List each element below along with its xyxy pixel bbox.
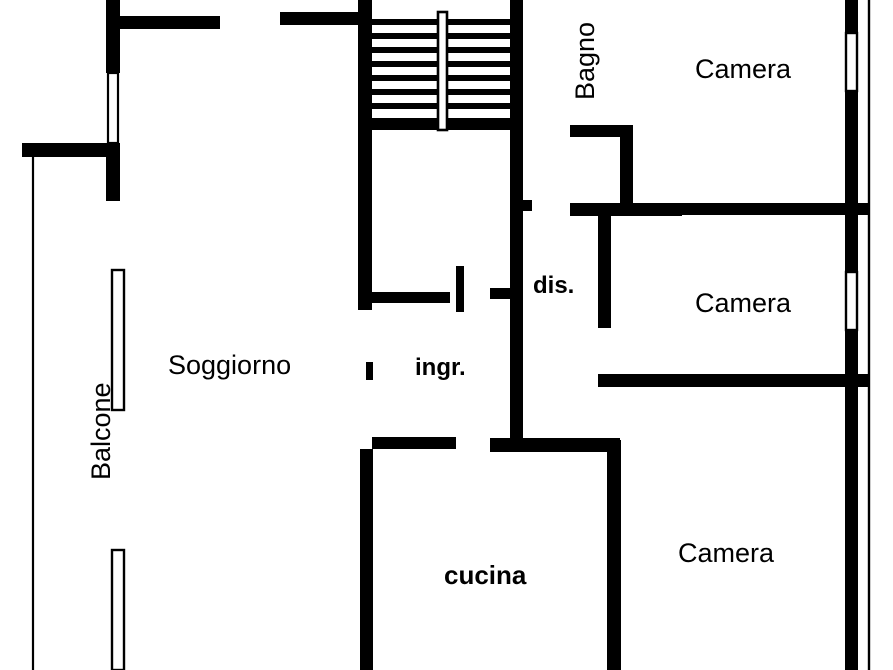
room-label-cucina: cucina — [444, 560, 527, 590]
wall-cucina-top-horiz — [490, 438, 620, 452]
room-label-camera-bottom: Camera — [678, 538, 775, 568]
room-label-bagno: Bagno — [570, 21, 600, 100]
wall-right-inner-seg2 — [845, 91, 858, 272]
wall-stub-ingresso-bar — [456, 266, 464, 312]
wall-camera-top-south — [670, 203, 870, 215]
wall-top-left-vert-upper — [106, 0, 120, 73]
window-left-vert-1 — [106, 71, 120, 145]
wall-top-left-vert-lower — [106, 143, 120, 201]
wall-bagno-south-horiz — [570, 203, 682, 216]
wall-left-arm-horiz — [22, 143, 120, 157]
wall-soggiorno-east-stub — [372, 292, 450, 303]
pillar-ingresso — [366, 362, 373, 380]
wall-cucina-right-vert — [607, 440, 621, 670]
wall-bagno-east-vert — [620, 125, 633, 205]
wall-camera-mid-west — [598, 203, 611, 328]
staircase — [372, 10, 512, 132]
wall-stair-top-horiz — [280, 12, 360, 25]
room-label-camera-mid: Camera — [695, 288, 792, 318]
window-right-1 — [844, 31, 859, 93]
wall-spine-jamb-1 — [518, 200, 532, 211]
room-label-disimpegno: dis. — [533, 272, 575, 299]
wall-camera-mid-south — [598, 374, 870, 387]
room-label-ingresso: ingr. — [415, 354, 466, 381]
wall-soggiorno-south-stub — [372, 437, 456, 449]
thick-wall-group — [22, 0, 870, 670]
wall-cucina-left-vert — [360, 449, 373, 670]
window-balcone-1 — [110, 268, 126, 412]
window-right-2 — [844, 270, 859, 332]
wall-spine-jamb-2 — [490, 288, 523, 299]
wall-right-inner-seg1 — [845, 0, 858, 33]
wall-stair-left-vert — [358, 0, 372, 310]
window-group — [110, 31, 859, 670]
wall-center-spine-vert — [510, 0, 523, 450]
wall-bagno-north-horiz — [570, 125, 632, 137]
window-balcone-2 — [110, 548, 126, 670]
room-label-camera-top: Camera — [695, 54, 792, 84]
room-label-balcone: Balcone — [86, 382, 116, 480]
wall-top-left-horiz — [120, 16, 220, 29]
room-label-soggiorno: Soggiorno — [168, 350, 292, 380]
wall-right-inner-seg3 — [845, 330, 858, 670]
stair-central-stringer — [436, 10, 449, 132]
